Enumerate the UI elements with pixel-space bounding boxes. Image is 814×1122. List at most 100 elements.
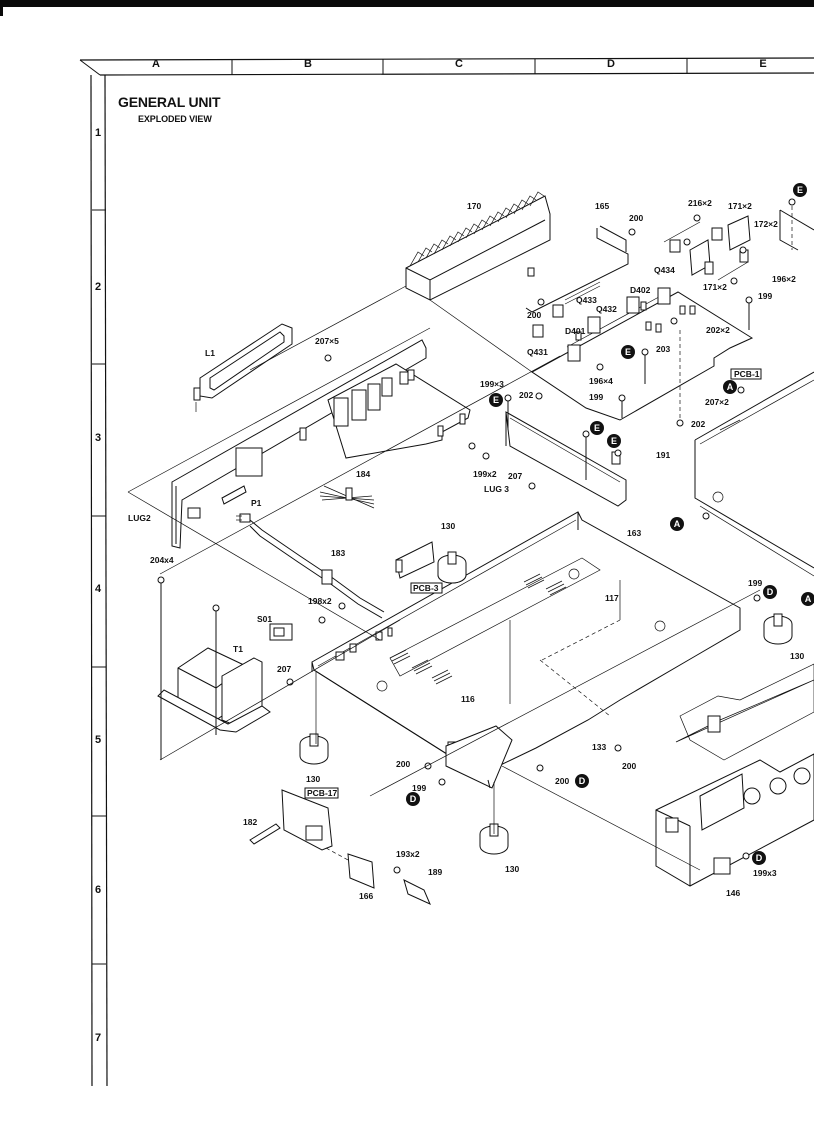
scan-edge-mark — [0, 7, 3, 16]
svg-text:D: D — [410, 794, 417, 804]
part-label: 171×2 — [703, 282, 727, 292]
svg-text:A: A — [674, 519, 681, 529]
part-label: 198x2 — [308, 596, 332, 606]
part-label: 196×4 — [589, 376, 613, 386]
svg-text:D: D — [767, 587, 774, 597]
wire-bundle-184 — [319, 485, 375, 509]
knob-146 — [713, 857, 731, 875]
part-label: 189 — [428, 867, 442, 877]
row-label-1: 1 — [94, 127, 102, 139]
part-label: Q431 — [527, 347, 548, 357]
svg-text:A: A — [727, 382, 734, 392]
part-label: 199 — [589, 392, 603, 402]
part-label: 199 — [758, 291, 772, 301]
power-transformer-T1 — [157, 647, 271, 733]
pcb-1-board — [531, 287, 754, 421]
part-label: T1 — [233, 644, 243, 654]
bracket-top-right — [779, 206, 814, 251]
part-label: 170 — [467, 201, 481, 211]
part-label: 199 — [412, 783, 426, 793]
part-label: 200 — [629, 213, 643, 223]
part-label: D402 — [630, 285, 651, 295]
svg-text:E: E — [493, 395, 499, 405]
part-label: 199×3 — [480, 379, 504, 389]
svg-text:E: E — [625, 347, 631, 357]
part-label: 172×2 — [754, 219, 778, 229]
column-label-a: A — [152, 58, 160, 70]
cabinet-cover — [694, 371, 814, 569]
row-label-7: 7 — [94, 1032, 102, 1044]
part-label: 182 — [243, 817, 257, 827]
part-label: 200 — [396, 759, 410, 769]
svg-text:E: E — [797, 185, 803, 195]
reference-marker-E: E — [489, 393, 503, 407]
svg-text:A: A — [805, 594, 812, 604]
part-label: 117 — [605, 593, 619, 603]
part-label: 203 — [656, 344, 670, 354]
jack-182 — [249, 823, 281, 845]
part-label: 200 — [527, 310, 541, 320]
svg-text:D: D — [579, 776, 586, 786]
part-label: Q432 — [596, 304, 617, 314]
part-label: 207×5 — [315, 336, 339, 346]
column-label-d: D — [607, 58, 615, 70]
screw-set — [157, 198, 796, 874]
part-label: 216×2 — [688, 198, 712, 208]
jack-189 — [403, 879, 431, 905]
part-label: 163 — [627, 528, 641, 538]
side-bracket — [505, 411, 627, 507]
loop-antenna-L1 — [193, 323, 293, 412]
frame-left-outer-line — [90, 74, 93, 1087]
pcb-17-board — [281, 789, 333, 851]
column-header-bottom-line — [99, 72, 814, 76]
part-label: 204x4 — [150, 555, 174, 565]
part-label: 130 — [505, 864, 519, 874]
page-title: GENERAL UNIT — [118, 94, 221, 110]
part-label: 199x3 — [753, 868, 777, 878]
part-label: 116 — [461, 694, 475, 704]
part-label: 202×2 — [706, 325, 730, 335]
part-label: Q434 — [654, 265, 675, 275]
bracket-166 — [347, 853, 375, 889]
reference-marker-D: D — [575, 774, 589, 788]
part-label: PCB-17 — [307, 788, 338, 798]
foot-130 — [763, 613, 793, 645]
part-label: P1 — [251, 498, 262, 508]
reference-marker-E: E — [621, 345, 635, 359]
pcb-3-board — [395, 541, 435, 579]
rear-pcb — [235, 363, 471, 477]
part-label: 207×2 — [705, 397, 729, 407]
row-label-5: 5 — [94, 734, 102, 746]
reference-marker-A: A — [670, 517, 684, 531]
svg-text:E: E — [594, 423, 600, 433]
part-label: 200 — [555, 776, 569, 786]
row-label-6: 6 — [94, 884, 102, 896]
reference-marker-E: E — [793, 183, 807, 197]
part-label: 130 — [441, 521, 455, 531]
part-label: 191 — [656, 450, 670, 460]
part-label: 165 — [595, 201, 609, 211]
reference-marker-D: D — [406, 792, 420, 806]
part-label: 146 — [726, 888, 740, 898]
svg-text:E: E — [611, 436, 617, 446]
part-label: 193x2 — [396, 849, 420, 859]
part-label: 130 — [790, 651, 804, 661]
ac-cord-P1 — [236, 513, 385, 619]
assembly-guide-lines — [127, 285, 814, 871]
column-label-c: C — [455, 58, 463, 70]
reference-marker-E: E — [590, 421, 604, 435]
pcb-label-box — [730, 368, 762, 380]
foot-130 — [437, 551, 467, 584]
part-label: D401 — [565, 326, 586, 336]
svg-text:D: D — [756, 853, 763, 863]
part-label: 171×2 — [728, 201, 752, 211]
page-subtitle: EXPLODED VIEW — [138, 114, 212, 124]
part-label: 199 — [748, 578, 762, 588]
row-header-right-line — [104, 74, 108, 1087]
part-label: 183 — [331, 548, 345, 558]
part-label: 133 — [592, 742, 606, 752]
part-label: 202 — [519, 390, 533, 400]
reference-marker-D: D — [752, 851, 766, 865]
